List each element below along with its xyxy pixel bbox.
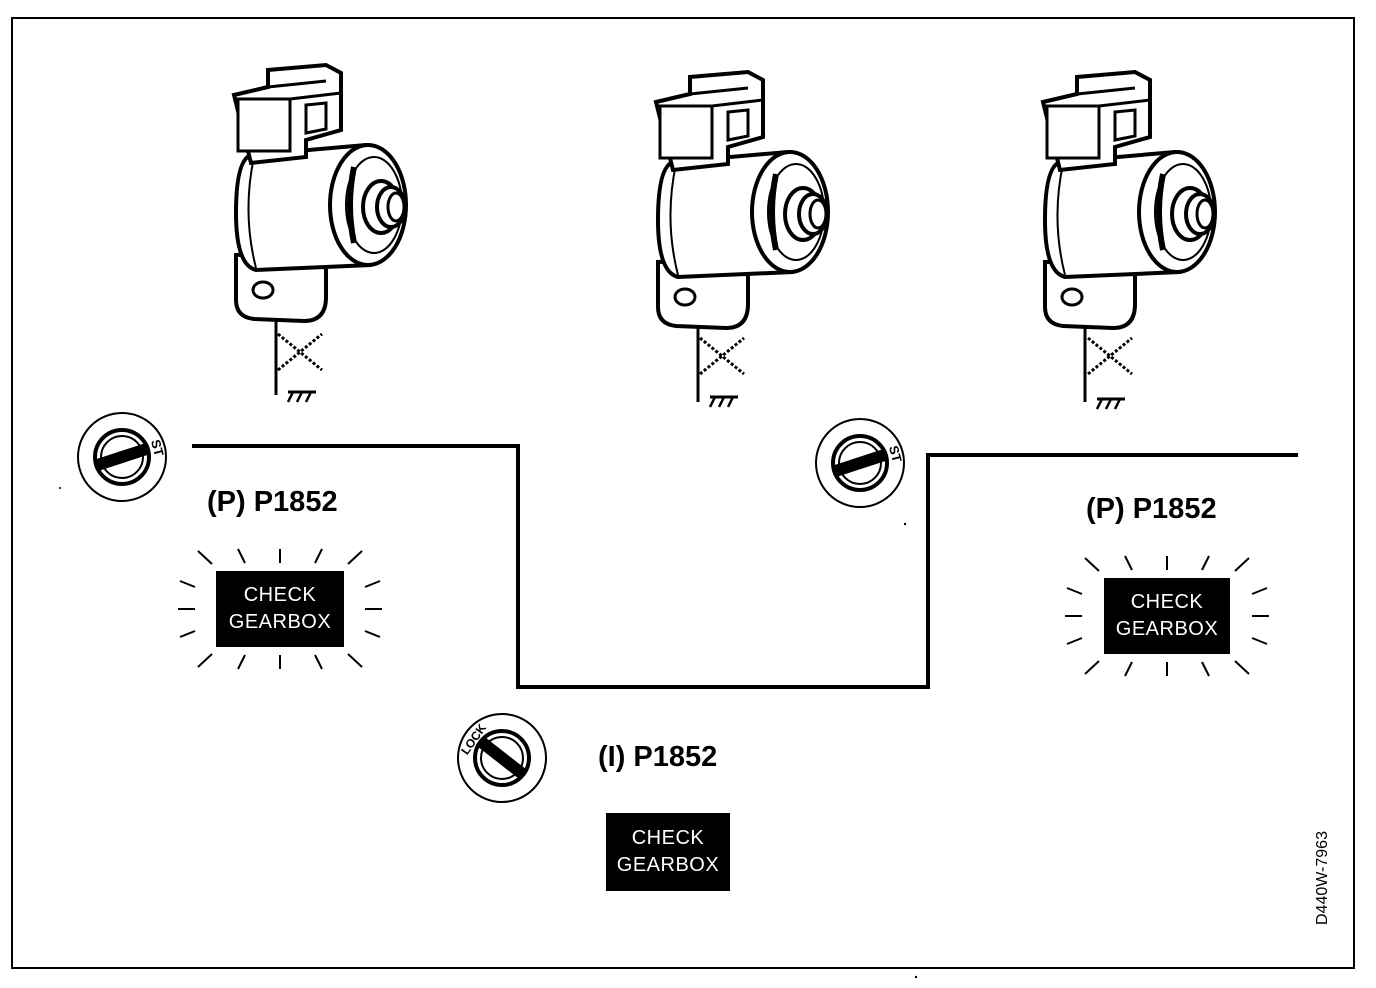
lamp-text-line1: CHECK xyxy=(1130,591,1204,613)
lamp-text-line1: CHECK xyxy=(243,584,317,606)
figure-reference-code: D440W-7963 xyxy=(1314,831,1331,925)
disconnected-cross-icon xyxy=(276,332,324,372)
ignition-key-icon: ST xyxy=(76,411,168,503)
fault-code-label: (P) P1852 xyxy=(1086,493,1217,525)
lamp-text-line2: GEARBOX xyxy=(616,854,720,876)
ignition-key-icon: LOCK xyxy=(456,712,548,804)
diagram-frame xyxy=(11,17,1355,969)
lamp-text-line2: GEARBOX xyxy=(228,611,332,633)
ground-symbol-icon xyxy=(1095,397,1127,411)
solenoid-valve-icon xyxy=(1043,72,1215,402)
lamp-text-line2: GEARBOX xyxy=(1115,618,1219,640)
fault-code-label: (P) P1852 xyxy=(207,486,338,518)
ground-symbol-icon xyxy=(286,390,318,404)
solenoid-valve-icon xyxy=(656,72,828,402)
ignition-key-icon: ST xyxy=(814,417,906,509)
check-gearbox-lamp: CHECK GEARBOX xyxy=(216,571,344,647)
check-gearbox-lamp: CHECK GEARBOX xyxy=(606,813,730,891)
check-gearbox-lamp: CHECK GEARBOX xyxy=(1104,578,1230,654)
fault-code-label: (I) P1852 xyxy=(598,741,718,773)
disconnected-cross-icon xyxy=(698,336,746,376)
signal-timing-line xyxy=(192,444,1298,689)
key-position-label: ST xyxy=(148,438,167,458)
key-position-label: ST xyxy=(886,444,905,464)
lamp-text-line1: CHECK xyxy=(631,827,705,849)
solenoid-valve-icon xyxy=(234,65,406,395)
ground-symbol-icon xyxy=(708,395,740,409)
disconnected-cross-icon xyxy=(1086,336,1134,376)
